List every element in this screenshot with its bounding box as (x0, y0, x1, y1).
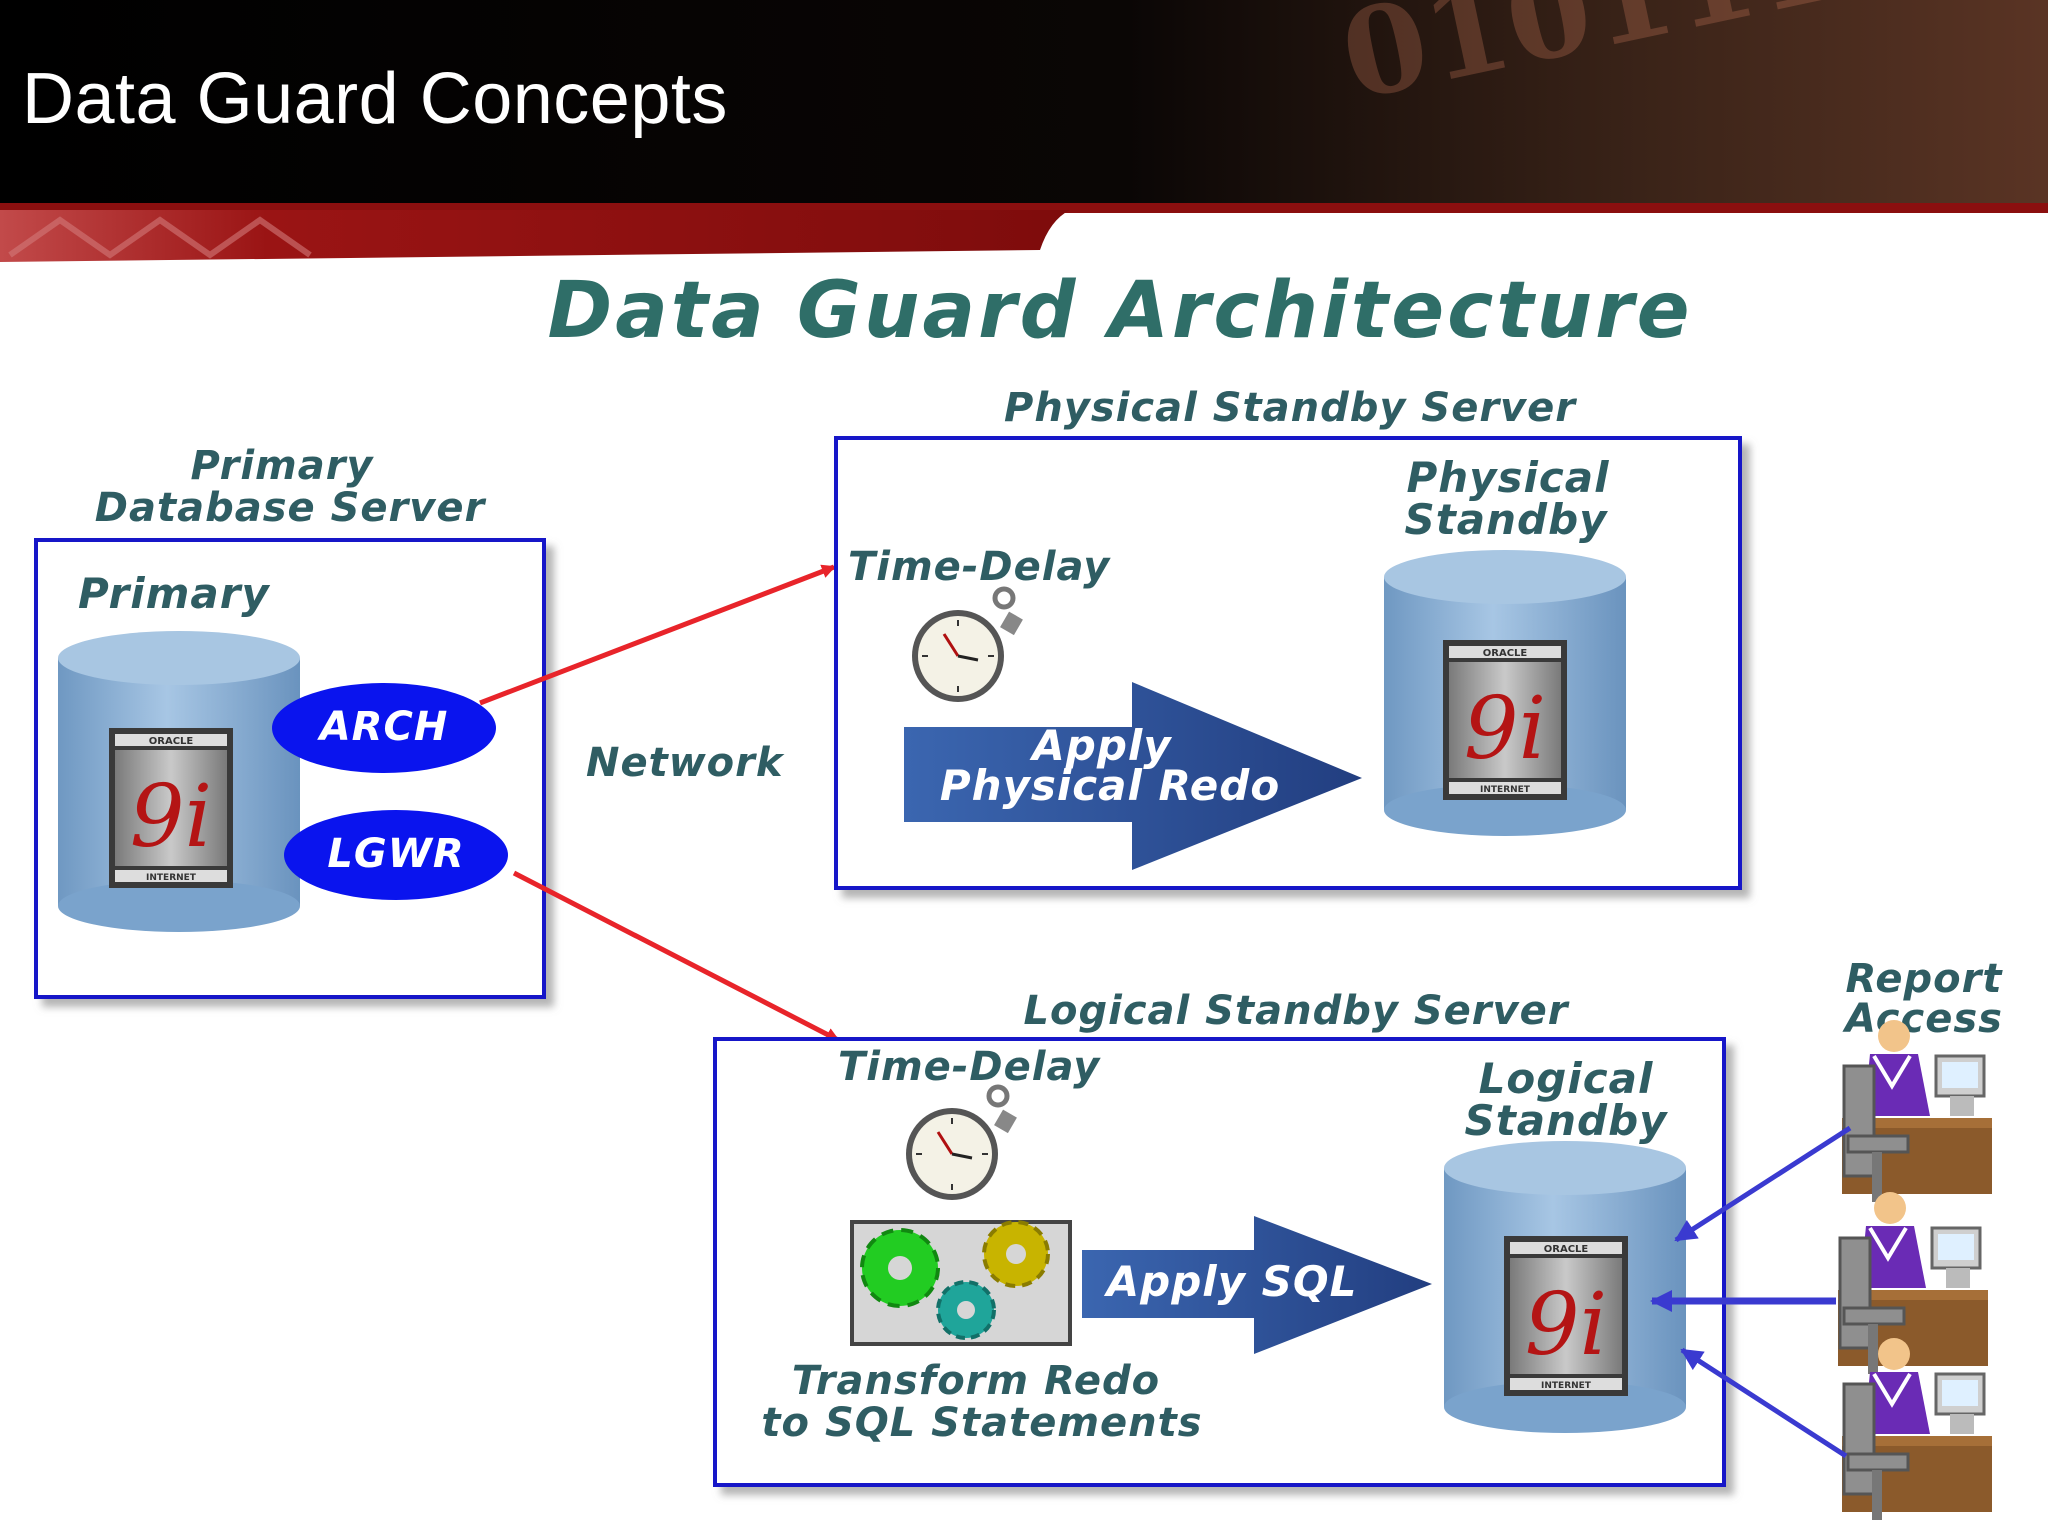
arch-label: ARCH (317, 704, 449, 750)
transform-line2: to SQL Statements (761, 1400, 1202, 1446)
report-access-arrow (1674, 1125, 1852, 1243)
oracle-9i-logo: ORACLE 9i INTERNET (1504, 1236, 1628, 1396)
physical-db-line2: Standby (1404, 495, 1608, 544)
lgwr-process: LGWR (284, 810, 508, 900)
user-workstation-icon (1836, 1190, 1990, 1376)
primary-database-cylinder: ORACLE 9i INTERNET (58, 631, 300, 932)
header-background (0, 0, 2048, 262)
logical-db-line2: Standby (1464, 1096, 1668, 1145)
oracle-logo-top: ORACLE (149, 736, 194, 747)
user-workstation-icon (1840, 1018, 1994, 1204)
oracle-logo-mark: 9i (130, 767, 212, 867)
oracle-logo-top: ORACLE (1544, 1244, 1589, 1255)
oracle-logo-top: ORACLE (1483, 648, 1528, 659)
oracle-9i-logo: ORACLE 9i INTERNET (1443, 640, 1567, 800)
physical-standby-cylinder: ORACLE 9i INTERNET (1384, 550, 1626, 836)
apply-sql-arrow: Apply SQL (1082, 1216, 1432, 1354)
apply-physical-line2: Physical Redo (940, 761, 1280, 810)
primary-server-title-line1: Primary (191, 443, 375, 489)
logical-standby-server: Logical Standby Server Time-Delay Apply … (713, 988, 1726, 1487)
report-access-line2: Access (1842, 996, 2003, 1042)
physical-standby-server: Physical Standby Server Time-Delay Apply… (834, 385, 1742, 890)
physical-db-line1: Physical (1406, 453, 1609, 502)
arch-process: ARCH (272, 683, 496, 773)
logical-db-line1: Logical (1479, 1054, 1654, 1103)
primary-db-label: Primary (78, 569, 270, 618)
network-label: Network (586, 740, 785, 786)
oracle-logo-bottom: INTERNET (1541, 1381, 1592, 1391)
slide-title: Data Guard Concepts (22, 59, 728, 139)
report-access-arrow (1680, 1347, 1848, 1459)
diagram-title: Data Guard Architecture (547, 266, 1692, 356)
transform-line1: Transform Redo (792, 1358, 1160, 1404)
report-access-line1: Report (1846, 956, 2004, 1002)
oracle-logo-bottom: INTERNET (146, 873, 197, 883)
apply-physical-redo-arrow: Apply Physical Redo (904, 682, 1362, 870)
physical-server-title: Physical Standby Server (1004, 385, 1577, 431)
apply-sql-label: Apply SQL (1104, 1257, 1358, 1306)
report-access: Report Access (1650, 956, 2004, 1522)
primary-server-title-line2: Database Server (95, 485, 487, 531)
logical-server-title: Logical Standby Server (1024, 988, 1570, 1034)
logical-time-delay-label: Time-Delay (838, 1044, 1101, 1090)
network-arrow-physical (479, 564, 836, 706)
oracle-logo-bottom: INTERNET (1480, 785, 1531, 795)
oracle-logo-mark: 9i (1464, 679, 1546, 779)
oracle-logo-mark: 9i (1525, 1275, 1607, 1375)
slide-header: 0101110101 Data Guard Concepts (0, 0, 2048, 262)
network-arrow-logical (512, 870, 840, 1043)
physical-time-delay-label: Time-Delay (848, 544, 1111, 590)
apply-physical-line1: Apply (1029, 721, 1172, 770)
gears-icon (850, 1220, 1072, 1346)
logical-standby-cylinder: ORACLE 9i INTERNET (1444, 1141, 1686, 1433)
lgwr-label: LGWR (327, 831, 464, 877)
oracle-9i-logo: ORACLE 9i INTERNET (109, 728, 233, 888)
primary-server: Primary Database Server Primary ORACLE 9… (34, 443, 546, 999)
